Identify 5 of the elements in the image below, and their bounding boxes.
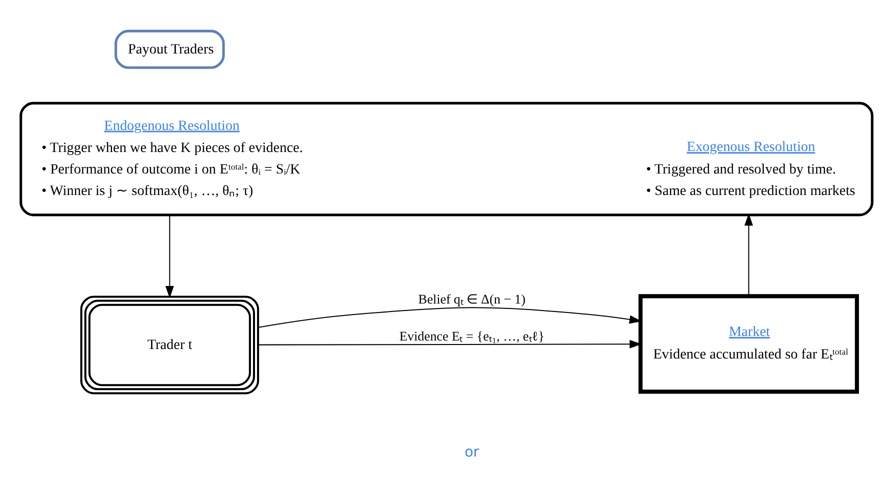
node-text: Exogenous Resolution • Triggered and resolved by time. • Same as current prediction markets — [646, 139, 856, 199]
label: or — [464, 444, 480, 460]
edge-label: Belief qₜ ∈ Δ(n − 1) — [418, 292, 526, 307]
node-text: Endogenous Resolution • Trigger when we have K pieces of evidence. • Performance of outcome i on Eᵗᵒᵗᵃˡ: θᵢ = Sᵢ/K • Winner is j ∼ softmax(θ₁, …, θₙ; τ) — [42, 118, 303, 199]
edge-label: Evidence Eₜ = {eₜ₁, …, eₜℓ} — [399, 328, 544, 344]
